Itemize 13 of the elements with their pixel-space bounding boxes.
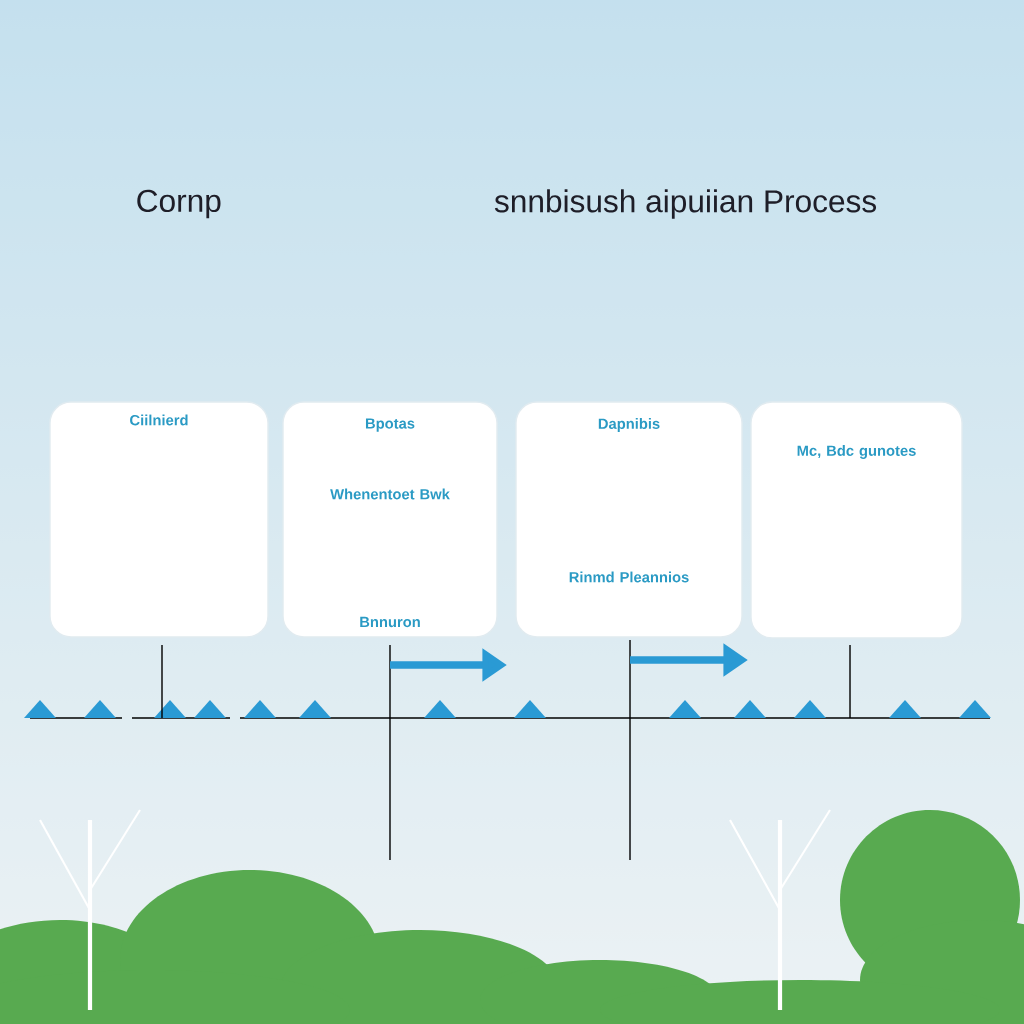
- subtitle: Cornp: [137, 189, 221, 219]
- subtitle: snnbisush aipuiian Process: [494, 189, 877, 219]
- card-text: Mc, Bdc gunotes: [797, 445, 916, 459]
- process-card: [282, 401, 498, 638]
- card-text: Whenentoet Bwk: [330, 488, 450, 500]
- card-text: Bnnuron: [360, 616, 420, 628]
- card-text: Ciilnierd: [130, 414, 188, 426]
- process-card: [49, 401, 269, 638]
- card-text: Rinmd Pleannios: [569, 571, 689, 583]
- card-text: Dapnibis: [598, 418, 660, 432]
- process-card: [515, 401, 743, 638]
- process-card: [750, 401, 963, 639]
- card-text: Bpotas: [366, 418, 415, 432]
